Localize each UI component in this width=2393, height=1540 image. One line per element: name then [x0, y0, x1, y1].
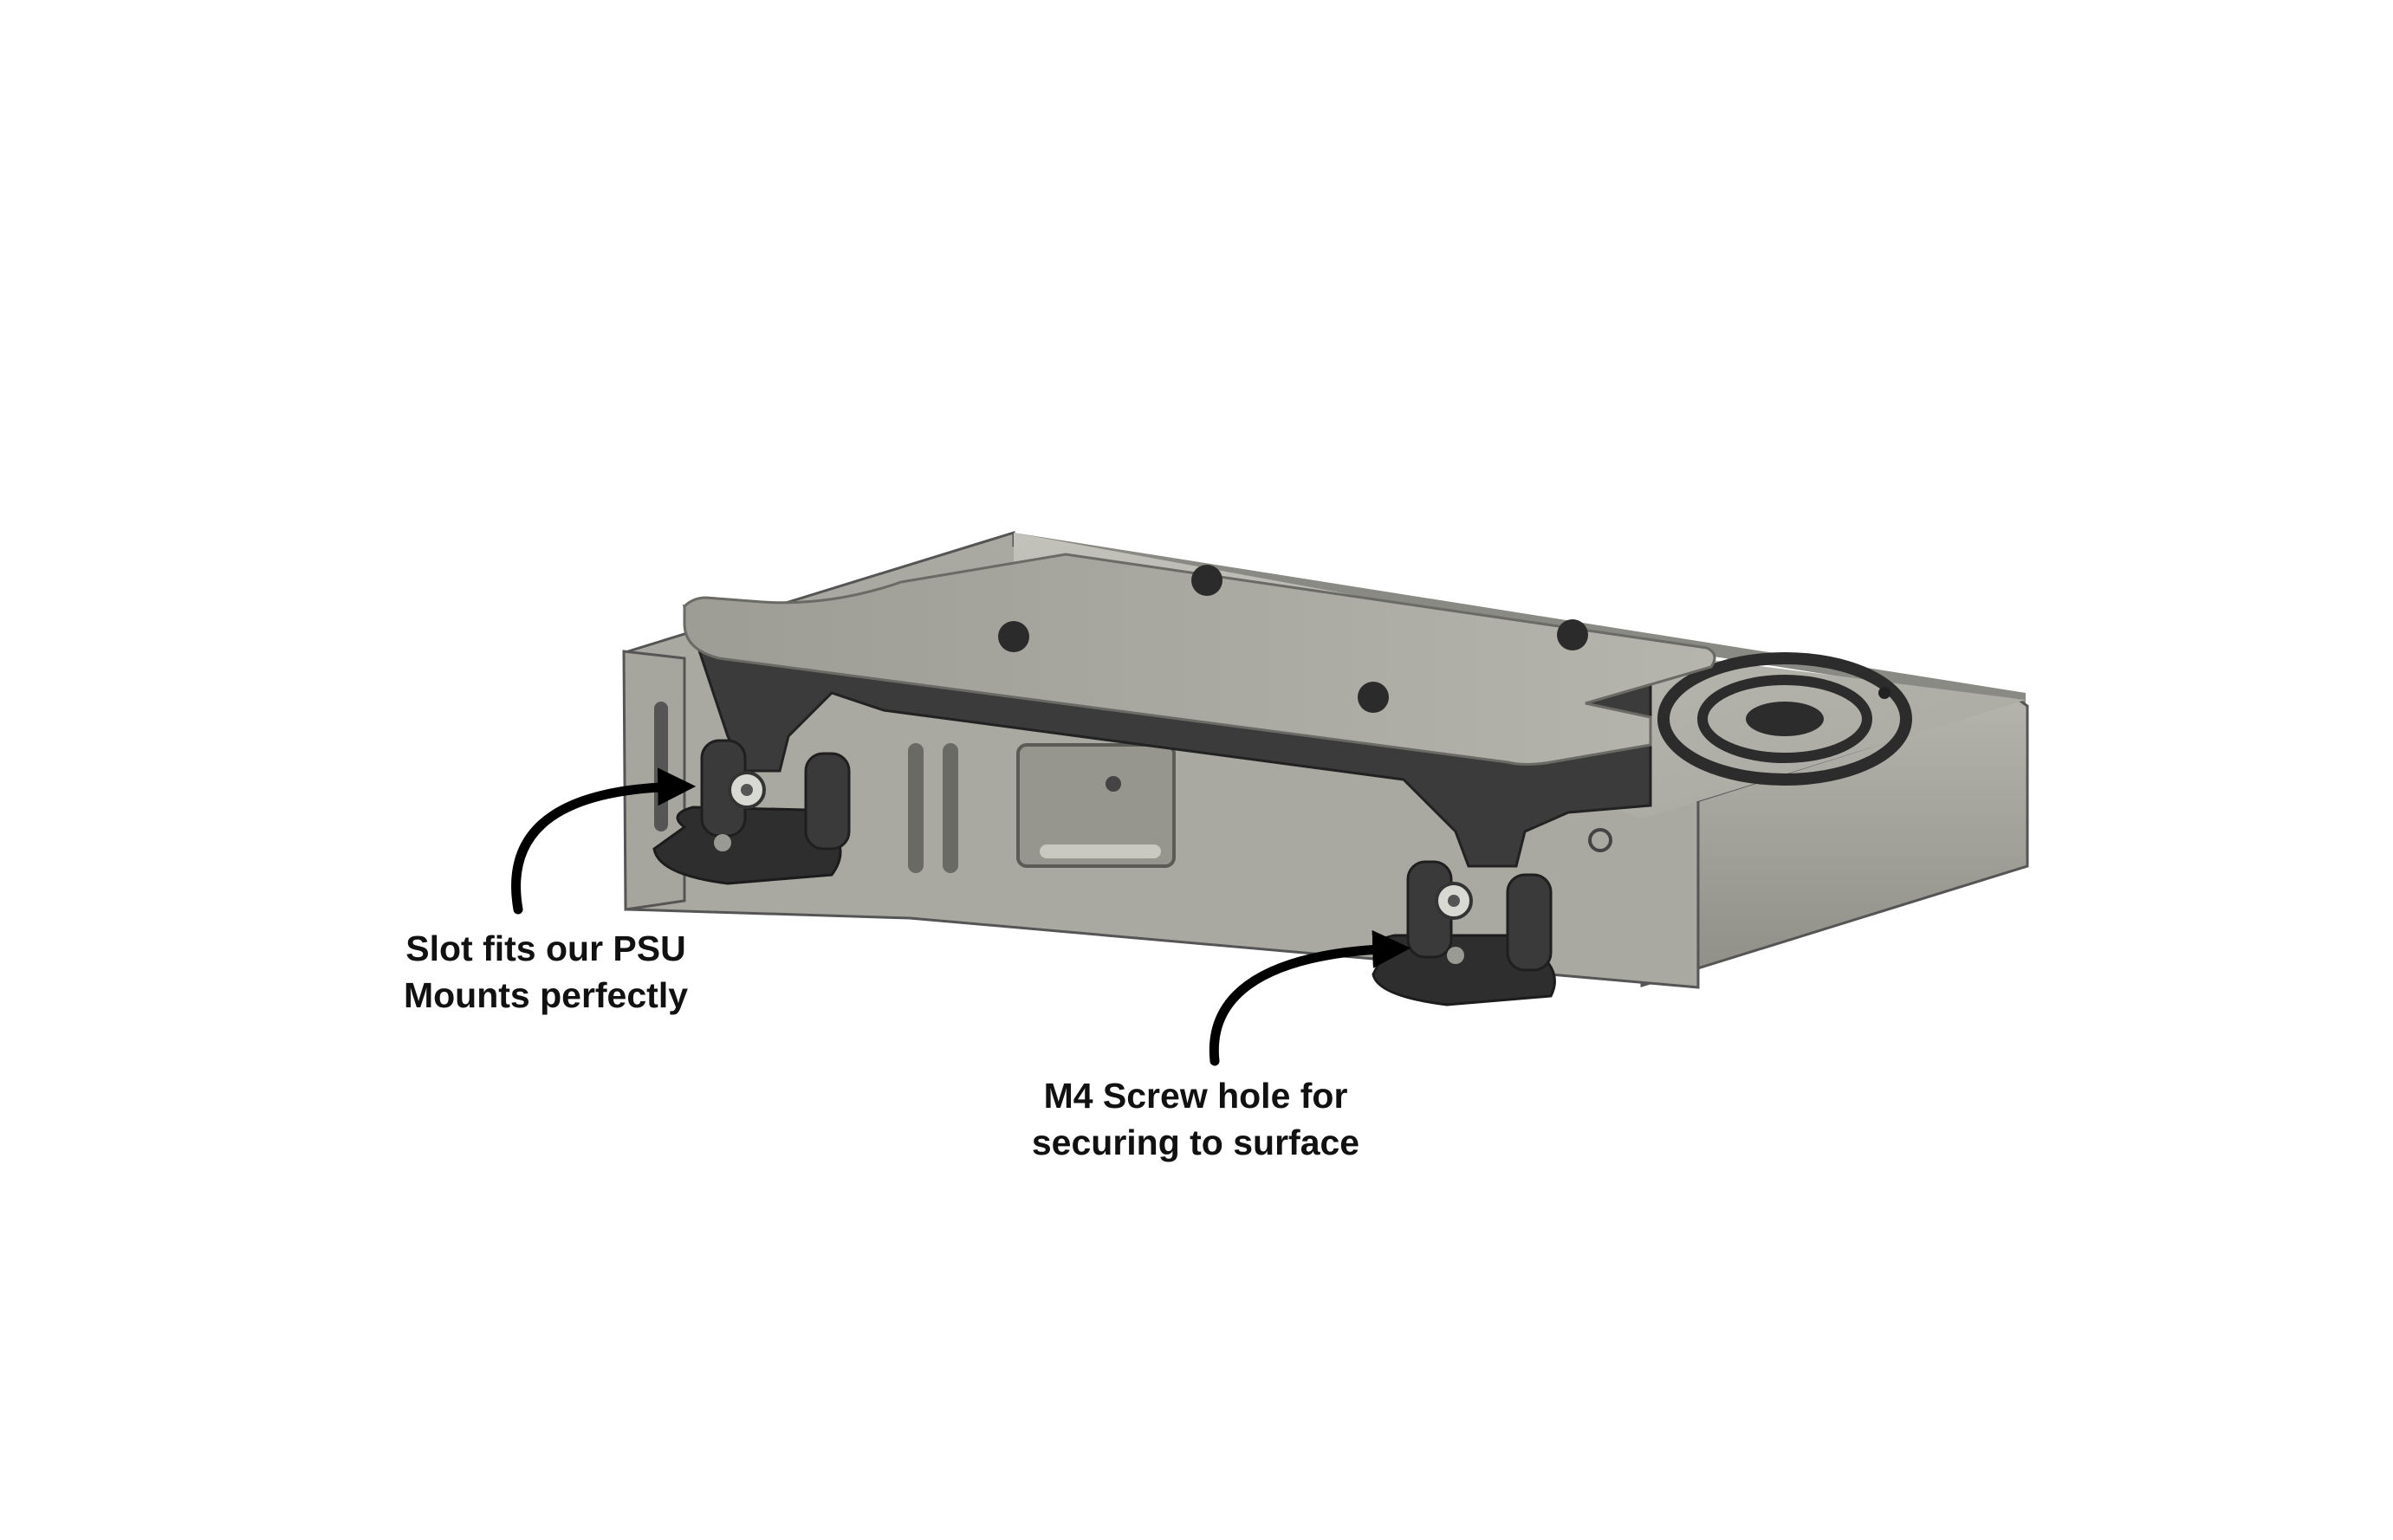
bracket [682, 553, 1716, 868]
screw-callout-arrow [1209, 929, 1411, 1066]
slot-callout-arrow [511, 767, 697, 915]
slot-callout-line-1: Slot fits our PSU [405, 929, 686, 968]
slot-callout-label: Slot fits our PSU Mounts perfectly [329, 925, 762, 1019]
fan-grille [1657, 652, 1912, 786]
left-mounting-foot [652, 739, 851, 885]
bracket-top-face [683, 553, 1716, 766]
psu-front-details [908, 743, 1176, 873]
screw-callout-line-2: securing to surface [1031, 1123, 1360, 1162]
right-mounting-foot [1372, 828, 1612, 1006]
slot-callout-line-2: Mounts perfectly [403, 975, 689, 1015]
screw-callout-line-1: M4 Screw hole for [1043, 1076, 1348, 1116]
screw-callout-label: M4 Screw hole for securing to surface [953, 1072, 1438, 1166]
